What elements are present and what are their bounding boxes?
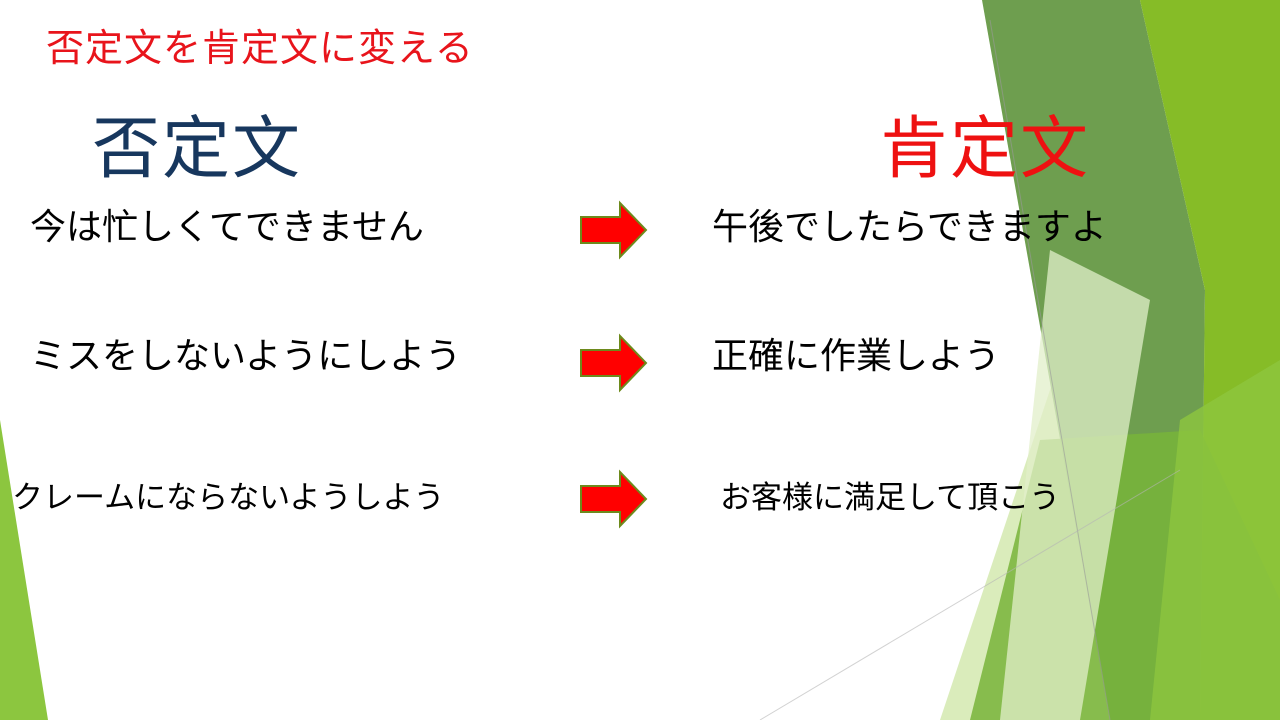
- negative-sentence: 今は忙しくてできません: [30, 207, 424, 248]
- decorative-line: [759, 469, 1181, 720]
- slide-title: 否定文を肯定文に変える: [46, 26, 474, 70]
- positive-sentence: お客様に満足して頂こう: [720, 480, 1061, 516]
- negative-sentence: ミスをしないようにしよう: [30, 336, 462, 377]
- positive-sentence: 正確に作業しよう: [712, 336, 1001, 377]
- negative-heading: 否定文: [92, 110, 303, 189]
- arrow-shape: [580, 469, 648, 529]
- arrow-shape: [580, 200, 648, 260]
- arrow-shape: [580, 333, 648, 393]
- right-arrow-icon: [580, 333, 648, 393]
- left-green-shape: [0, 420, 48, 720]
- negative-sentence: クレームにならないようしよう: [12, 480, 445, 516]
- decorative-line: [989, 19, 1111, 720]
- right-arrow-icon: [580, 469, 648, 529]
- right-green-pale-shape: [1000, 250, 1150, 720]
- right-arrow-icon: [580, 200, 648, 260]
- positive-heading: 肯定文: [880, 110, 1091, 189]
- right-green-accent-shape: [1150, 360, 1280, 720]
- positive-sentence: 午後でしたらできますよ: [712, 207, 1107, 248]
